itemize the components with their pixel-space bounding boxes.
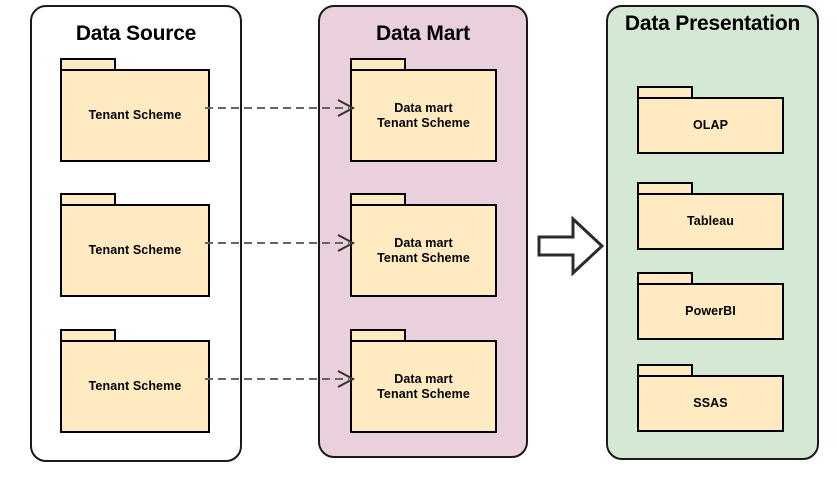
folder-body: Data mart Tenant Scheme — [350, 69, 497, 162]
folder-tab-icon — [60, 193, 116, 206]
folder-olap[interactable]: OLAP — [637, 86, 784, 154]
folder-tab-icon — [60, 329, 116, 342]
folder-body: OLAP — [637, 97, 784, 154]
folder-body: Tableau — [637, 193, 784, 250]
panel-title-data-presentation: Data Presentation — [624, 12, 801, 35]
folder-body: Tenant Scheme — [60, 69, 210, 162]
folder-label: PowerBI — [685, 304, 736, 318]
folder-label: Data mart Tenant Scheme — [377, 100, 470, 130]
folder-body: Tenant Scheme — [60, 340, 210, 433]
folder-tab-icon — [637, 272, 693, 285]
folder-label: Tenant Scheme — [88, 243, 182, 257]
folder-body: Tenant Scheme — [60, 204, 210, 297]
folder-data-mart-tenant-scheme-2[interactable]: Data mart Tenant Scheme — [350, 193, 497, 297]
folder-tab-icon — [637, 364, 693, 377]
open-arrowhead-icon — [337, 370, 356, 388]
folder-label: OLAP — [692, 118, 729, 132]
folder-tab-icon — [350, 58, 406, 71]
folder-tab-icon — [637, 86, 693, 99]
flow-arrow-right-icon — [537, 215, 605, 277]
folder-tab-icon — [637, 182, 693, 195]
folder-tab-icon — [60, 58, 116, 71]
folder-label: Data mart Tenant Scheme — [377, 371, 470, 401]
panel-title-data-source: Data Source — [75, 22, 197, 45]
panel-title-data-mart: Data Mart — [376, 22, 470, 45]
open-arrowhead-icon — [337, 234, 356, 252]
dashed-arrow-source-to-mart-1 — [205, 99, 356, 117]
folder-label: Tableau — [686, 214, 734, 228]
folder-tab-icon — [350, 193, 406, 206]
folder-label: Tenant Scheme — [88, 379, 182, 393]
dashed-arrow-source-to-mart-3 — [205, 370, 356, 388]
open-arrowhead-icon — [337, 99, 356, 117]
folder-body: Data mart Tenant Scheme — [350, 204, 497, 297]
folder-tab-icon — [350, 329, 406, 342]
folder-tenant-scheme-2[interactable]: Tenant Scheme — [60, 193, 210, 297]
flow-arrow-shape — [537, 215, 605, 277]
folder-powerbi[interactable]: PowerBI — [637, 272, 784, 340]
folder-ssas[interactable]: SSAS — [637, 364, 784, 432]
folder-body: Data mart Tenant Scheme — [350, 340, 497, 433]
folder-body: SSAS — [637, 375, 784, 432]
folder-tenant-scheme-1[interactable]: Tenant Scheme — [60, 58, 210, 162]
folder-label: SSAS — [693, 396, 728, 410]
dashed-arrow-source-to-mart-2 — [205, 234, 356, 252]
folder-tenant-scheme-3[interactable]: Tenant Scheme — [60, 329, 210, 433]
folder-tableau[interactable]: Tableau — [637, 182, 784, 250]
folder-body: PowerBI — [637, 283, 784, 340]
folder-label: Tenant Scheme — [88, 108, 182, 122]
folder-data-mart-tenant-scheme-1[interactable]: Data mart Tenant Scheme — [350, 58, 497, 162]
folder-data-mart-tenant-scheme-3[interactable]: Data mart Tenant Scheme — [350, 329, 497, 433]
folder-label: Data mart Tenant Scheme — [377, 235, 470, 265]
